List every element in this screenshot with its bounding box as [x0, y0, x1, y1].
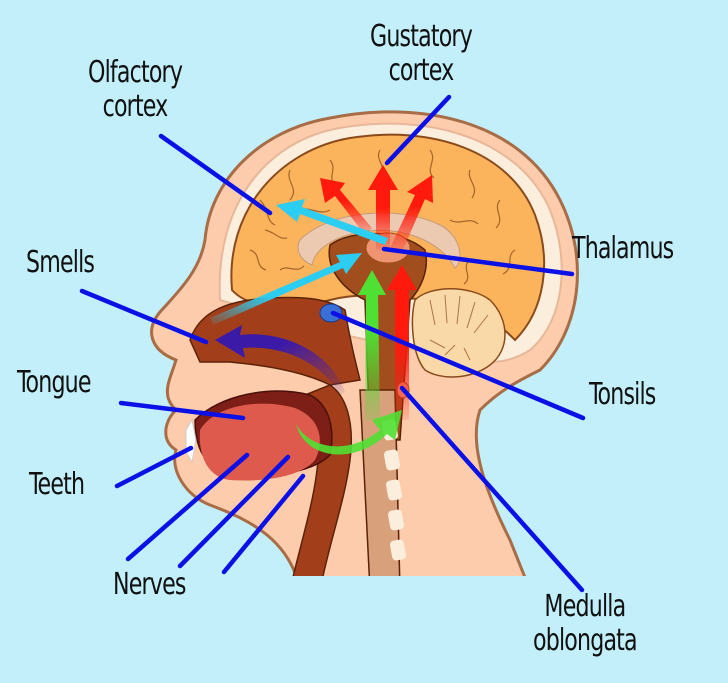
cyan-arrow-upper	[276, 199, 388, 245]
label-olfactory-cortex: Olfactory cortex	[88, 55, 183, 124]
label-line: cortex	[102, 89, 169, 124]
tongue	[199, 403, 320, 481]
label-smells: Smells	[26, 245, 95, 280]
red-arrow-center	[368, 165, 398, 250]
leader-medulla-oblongata	[399, 385, 585, 593]
label-line: Tonsils	[589, 377, 656, 412]
label-gustatory-cortex: Gustatory cortex	[370, 19, 473, 88]
purple-smell-arrow	[215, 325, 345, 395]
leader-teeth	[114, 445, 194, 489]
label-nerves: Nerves	[113, 568, 186, 602]
label-line: Thalamus	[572, 231, 674, 266]
leader-olfactory-cortex	[158, 133, 273, 216]
label-line: cortex	[388, 53, 455, 88]
label-line: Teeth	[29, 467, 85, 502]
leader-thalamus	[381, 246, 575, 277]
head-illustration	[150, 110, 579, 576]
leader-tonsils	[330, 310, 586, 421]
label-line: Tongue	[17, 365, 92, 400]
brain-folds	[249, 149, 516, 285]
label-line: Medulla	[544, 589, 626, 624]
leader-lines	[79, 94, 586, 593]
label-line: Smells	[26, 245, 95, 280]
label-thalamus: Thalamus	[572, 231, 674, 266]
red-arrow-left	[320, 178, 372, 235]
leader-smells	[79, 288, 209, 345]
green-swallow-arrow	[296, 410, 402, 455]
label-line: Gustatory	[370, 19, 473, 54]
label-line: oblongata	[533, 623, 638, 658]
label-line: Olfactory	[88, 55, 183, 90]
cyan-arrow-lower	[210, 253, 362, 325]
label-medulla-oblongata: Medulla oblongata	[533, 589, 638, 658]
label-tonsils: Tonsils	[589, 378, 656, 412]
label-tongue: Tongue	[17, 365, 92, 400]
leader-nerve-2	[177, 454, 291, 569]
leader-tongue	[118, 400, 246, 421]
label-teeth: Teeth	[29, 467, 85, 502]
leader-nerve-1	[125, 452, 250, 562]
red-arrow-right	[390, 175, 433, 252]
label-line: Nerves	[113, 567, 186, 602]
green-arrow-up	[358, 270, 386, 420]
leader-gustatory-cortex	[384, 94, 452, 166]
leader-nerve-3	[221, 473, 306, 575]
